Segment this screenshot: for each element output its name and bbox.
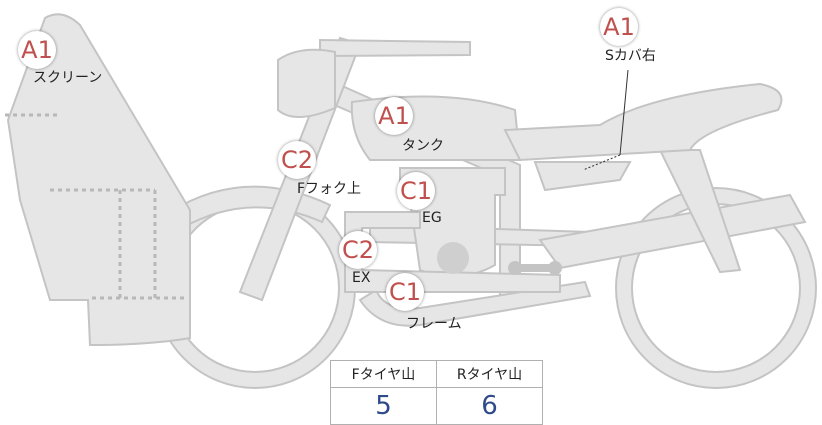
- front-tread-value: 5: [330, 387, 437, 425]
- headlight: [277, 48, 336, 118]
- part-label-exhaust: EX: [352, 270, 371, 286]
- grade-badge-front-fork-upper: C2: [278, 141, 316, 179]
- grade-badge-engine: C1: [397, 172, 435, 210]
- part-label-engine: EG: [422, 210, 442, 226]
- front-tread-header: Fタイヤ山: [330, 360, 437, 388]
- part-label-frame: フレーム: [406, 316, 462, 332]
- grade-badge-tank: A1: [375, 97, 413, 135]
- side-cover-leader: [582, 69, 629, 171]
- fairing-panel-lines: [5, 113, 188, 300]
- part-label-front-fork-upper: Fフォク上: [297, 181, 362, 197]
- tire-tread-table: Fタイヤ山 Rタイヤ山 5 6: [330, 360, 543, 425]
- rear-tread-value: 6: [436, 387, 543, 425]
- engine-cover: [437, 242, 469, 274]
- side-cover: [533, 161, 632, 192]
- grade-badge-side-cover-right: A1: [600, 8, 638, 46]
- grade-badge-frame: C1: [386, 273, 424, 311]
- fairing: [6, 13, 191, 347]
- seat: [503, 82, 783, 162]
- rear-tread-header: Rタイヤ山: [436, 360, 543, 388]
- part-label-side-cover-right: Sカバ右: [605, 48, 656, 64]
- part-label-screen: スクリーン: [33, 70, 103, 86]
- grade-badge-screen: A1: [18, 31, 56, 69]
- part-label-tank: タンク: [402, 138, 444, 154]
- footpeg-right: [548, 261, 562, 275]
- footpeg-left: [508, 261, 522, 275]
- grade-badge-exhaust: C2: [339, 231, 377, 269]
- handlebar: [319, 38, 471, 58]
